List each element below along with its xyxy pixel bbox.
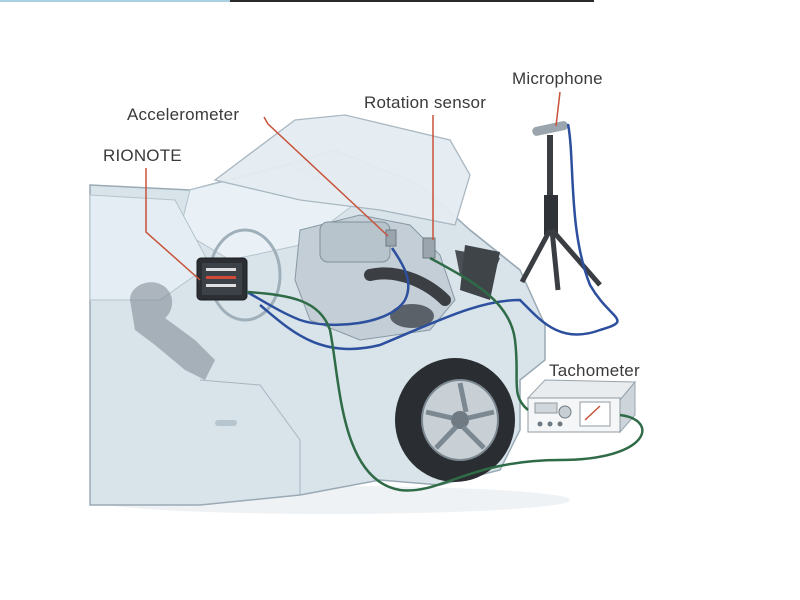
label-rotation-sensor: Rotation sensor <box>364 93 487 112</box>
blue-cable-accel <box>246 247 410 326</box>
leader-lines <box>145 91 561 281</box>
green-cable-rotation <box>429 256 529 411</box>
driver-silhouette <box>130 282 215 380</box>
green-cable-tacho <box>246 290 644 492</box>
microphone-tripod <box>519 121 602 291</box>
front-wheel <box>395 358 515 482</box>
label-tachometer: Tachometer <box>549 361 640 380</box>
car <box>89 114 546 506</box>
label-microphone: Microphone <box>512 69 603 88</box>
leader-microphone <box>555 91 561 127</box>
intake-hose <box>364 267 451 306</box>
top-rule-accent <box>0 0 230 2</box>
label-accelerometer: Accelerometer <box>127 105 240 124</box>
open-hood <box>213 114 471 226</box>
accelerometer-sensor <box>385 229 397 247</box>
leader-rionote <box>145 168 201 281</box>
rionote-device <box>196 257 248 301</box>
cables <box>246 123 644 492</box>
hood-edge <box>469 229 521 271</box>
top-rule <box>0 0 594 2</box>
leader-accelerometer <box>263 116 389 237</box>
label-rionote: RIONOTE <box>103 146 182 165</box>
blue-cable-mic <box>259 123 619 351</box>
side-window <box>89 194 211 301</box>
tachometer-device <box>526 379 637 434</box>
door-line <box>199 379 301 495</box>
air-filter <box>390 304 434 328</box>
door-handle <box>215 420 237 426</box>
microphone <box>532 121 568 136</box>
rotation-sensor-unit <box>422 237 436 259</box>
battery-bracket <box>460 245 500 300</box>
